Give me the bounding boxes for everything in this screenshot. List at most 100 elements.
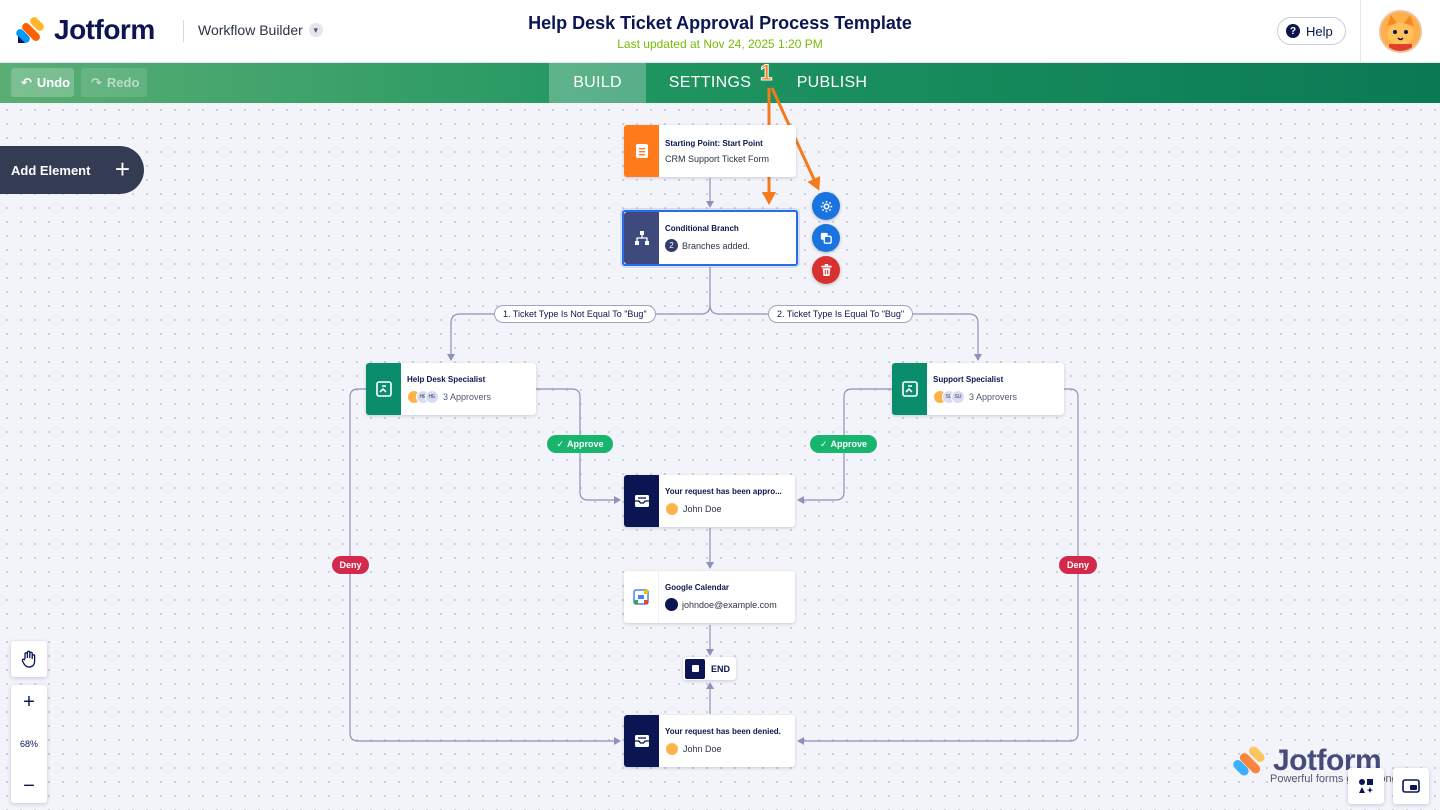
node-title: Conditional Branch — [665, 224, 739, 233]
node-title: Google Calendar — [665, 583, 730, 592]
workflow-builder-dropdown[interactable]: Workflow Builder ▾ — [198, 22, 323, 38]
deny-path-label-right[interactable]: Deny — [1059, 556, 1097, 574]
cat-avatar-icon — [1381, 12, 1420, 51]
deny-path-label-left[interactable]: Deny — [332, 556, 369, 574]
node-subtitle: John Doe — [665, 741, 781, 756]
pan-hand-button[interactable] — [11, 641, 47, 677]
recipient-avatar — [665, 501, 679, 516]
minimap-button[interactable] — [1393, 768, 1429, 804]
gear-icon — [820, 200, 832, 212]
shapes-button[interactable] — [1348, 768, 1384, 804]
node-subtitle: SU SU 3 Approvers — [933, 389, 1018, 404]
node-subtitle: HE HE 3 Approvers — [407, 389, 492, 404]
redo-icon: ↷ — [91, 74, 102, 90]
calendar-account: johndoe@example.com — [682, 599, 777, 610]
approve-path-label-right[interactable]: ✓ Approve — [810, 435, 877, 453]
tab-settings[interactable]: SETTINGS — [668, 74, 752, 91]
stop-icon — [685, 658, 705, 679]
zoom-level: 68% — [19, 739, 38, 749]
header-separator — [1360, 0, 1361, 63]
zoom-controls: + 68% − — [11, 685, 47, 803]
end-label: END — [711, 663, 731, 674]
node-title: Help Desk Specialist — [407, 374, 486, 384]
user-avatar[interactable] — [1379, 10, 1422, 53]
redo-button[interactable]: ↷ Redo — [81, 68, 147, 97]
top-header: Jotform Workflow Builder ▾ Help Desk Tic… — [0, 0, 1440, 63]
node-title: Your request has been appro... — [665, 486, 782, 496]
node-title: Support Specialist — [933, 374, 1004, 384]
thumb-icon: ✓ — [819, 438, 828, 449]
avatar-initials: HE — [425, 389, 439, 404]
approve-label: Approve — [567, 439, 604, 449]
approver-avatars: SU SU — [933, 389, 965, 404]
trash-icon — [820, 264, 832, 276]
node-conditional-branch[interactable]: Conditional Branch 2 Branches added. — [622, 210, 798, 266]
node-subtitle: CRM Support Ticket Form — [665, 153, 770, 164]
approver-count: 3 Approvers — [443, 391, 492, 402]
form-icon — [624, 125, 659, 177]
node-denied-email[interactable]: Your request has been denied. John Doe — [624, 715, 795, 767]
branch-condition-left[interactable]: 1. Ticket Type Is Not Equal To "Bug" — [494, 305, 656, 323]
branch-count-badge: 2 — [665, 239, 678, 252]
node-end[interactable]: END — [683, 657, 736, 680]
question-icon: ? — [1286, 24, 1300, 38]
page-title[interactable]: Help Desk Ticket Approval Process Templa… — [528, 13, 912, 33]
node-support-specialist[interactable]: Support Specialist SU SU 3 Approvers — [892, 363, 1064, 415]
google-calendar-icon — [624, 571, 659, 623]
zoom-out-button[interactable]: − — [23, 775, 35, 797]
jotform-logo-icon — [16, 17, 44, 43]
title-block: Help Desk Ticket Approval Process Templa… — [420, 13, 1020, 51]
node-help-desk-specialist[interactable]: Help Desk Specialist HE HE 3 Approvers — [366, 363, 536, 415]
email-icon — [624, 475, 659, 527]
brand-name: Jotform — [54, 14, 155, 45]
thumb-icon: ✓ — [556, 438, 565, 449]
minimap-icon — [1402, 779, 1420, 793]
node-title: Starting Point: Start Point — [665, 138, 763, 148]
email-icon — [624, 715, 659, 767]
branch-condition-right[interactable]: 2. Ticket Type Is Equal To "Bug" — [768, 305, 914, 323]
undo-label: Undo — [36, 75, 71, 90]
recipient-avatar — [665, 741, 679, 756]
node-approved-email[interactable]: Your request has been appro... John Doe — [624, 475, 795, 527]
callout-number: 1 — [759, 60, 773, 86]
undo-icon: ↶ — [21, 74, 32, 90]
approver-avatars: HE HE — [407, 389, 439, 404]
chevron-down-icon: ▾ — [308, 23, 323, 37]
add-element-button[interactable]: Add Element + — [0, 146, 144, 194]
approval-icon — [366, 363, 401, 415]
undo-button[interactable]: ↶ Undo — [11, 68, 74, 97]
avatar-initials: SU — [951, 389, 965, 404]
approval-icon — [892, 363, 927, 415]
tab-build[interactable]: BUILD — [549, 63, 646, 103]
node-subtitle: johndoe@example.com — [665, 598, 777, 611]
redo-label: Redo — [106, 75, 140, 90]
branch-icon — [624, 212, 659, 264]
builder-navbar: ↶ Undo ↷ Redo BUILD SETTINGS PUBLISH — [0, 63, 1440, 103]
approve-path-label-left[interactable]: ✓ Approve — [547, 435, 613, 453]
recipient-name: John Doe — [683, 503, 722, 514]
last-updated: Last updated at Nov 24, 2025 1:20 PM — [617, 37, 823, 51]
approver-count: 3 Approvers — [969, 391, 1018, 402]
tab-publish[interactable]: PUBLISH — [796, 74, 868, 91]
node-settings-button[interactable] — [812, 192, 840, 220]
hand-icon — [21, 650, 36, 668]
node-start-point[interactable]: Starting Point: Start Point CRM Support … — [624, 125, 796, 177]
jotform-logo[interactable]: Jotform — [16, 14, 155, 46]
workflow-builder-label: Workflow Builder — [198, 22, 303, 38]
help-button[interactable]: ? Help — [1277, 17, 1346, 45]
node-google-calendar[interactable]: Google Calendar johndoe@example.com — [624, 571, 795, 623]
node-delete-button[interactable] — [812, 256, 840, 284]
header-divider — [183, 20, 184, 42]
user-icon — [665, 598, 678, 611]
copy-icon — [820, 232, 832, 244]
help-label: Help — [1306, 23, 1333, 39]
node-subtitle: John Doe — [665, 501, 782, 516]
branch-subtitle-text: Branches added. — [682, 240, 751, 251]
shapes-icon — [1359, 779, 1374, 793]
node-duplicate-button[interactable] — [812, 224, 840, 252]
recipient-name: John Doe — [683, 743, 722, 754]
node-subtitle: 2 Branches added. — [665, 239, 750, 252]
jotform-watermark-icon — [1233, 746, 1265, 776]
zoom-in-button[interactable]: + — [23, 691, 35, 713]
add-element-label: Add Element — [11, 162, 91, 178]
